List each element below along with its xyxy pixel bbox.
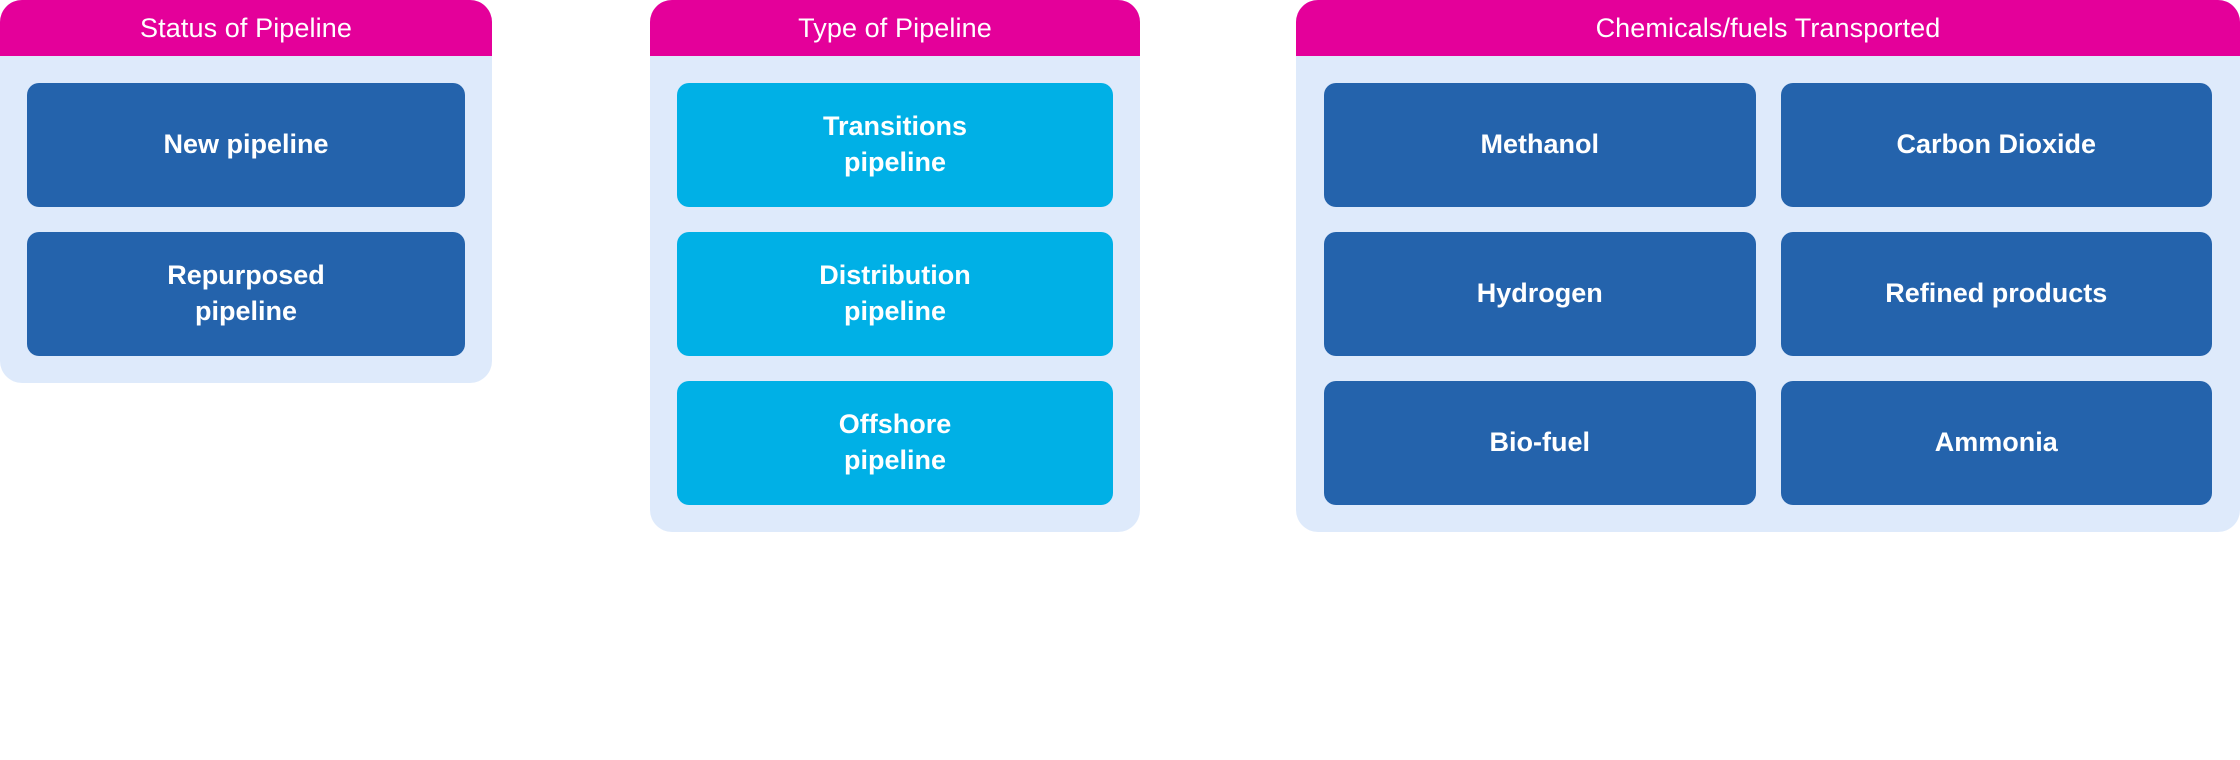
column-status-of-pipeline: Status of Pipeline New pipeline Repurpos… <box>0 0 492 383</box>
column-header-type-of-pipeline: Type of Pipeline <box>650 0 1140 56</box>
column-body-status-of-pipeline: New pipeline Repurposed pipeline <box>0 56 492 383</box>
column-type-of-pipeline: Type of Pipeline Transitions pipeline Di… <box>650 0 1140 532</box>
column-body-chemicals-fuels-transported: Methanol Carbon Dioxide Hydrogen Refined… <box>1296 56 2240 532</box>
node-transitions-pipeline[interactable]: Transitions pipeline <box>677 83 1113 207</box>
node-hydrogen[interactable]: Hydrogen <box>1324 232 1756 356</box>
node-repurposed-pipeline[interactable]: Repurposed pipeline <box>27 232 465 356</box>
node-distribution-pipeline[interactable]: Distribution pipeline <box>677 232 1113 356</box>
column-header-status-of-pipeline: Status of Pipeline <box>0 0 492 56</box>
chemicals-row-2: Hydrogen Refined products <box>1324 232 2212 356</box>
column-header-chemicals-fuels-transported: Chemicals/fuels Transported <box>1296 0 2240 56</box>
column-chemicals-fuels-transported: Chemicals/fuels Transported Methanol Car… <box>1296 0 2240 532</box>
column-body-type-of-pipeline: Transitions pipeline Distribution pipeli… <box>650 56 1140 532</box>
chemicals-row-3: Bio-fuel Ammonia <box>1324 381 2212 505</box>
node-refined-products[interactable]: Refined products <box>1780 232 2212 356</box>
node-new-pipeline[interactable]: New pipeline <box>27 83 465 207</box>
node-bio-fuel[interactable]: Bio-fuel <box>1324 381 1756 505</box>
node-ammonia[interactable]: Ammonia <box>1780 381 2212 505</box>
node-offshore-pipeline[interactable]: Offshore pipeline <box>677 381 1113 505</box>
node-methanol[interactable]: Methanol <box>1324 83 1756 207</box>
node-carbon-dioxide[interactable]: Carbon Dioxide <box>1780 83 2212 207</box>
chemicals-row-1: Methanol Carbon Dioxide <box>1324 83 2212 207</box>
